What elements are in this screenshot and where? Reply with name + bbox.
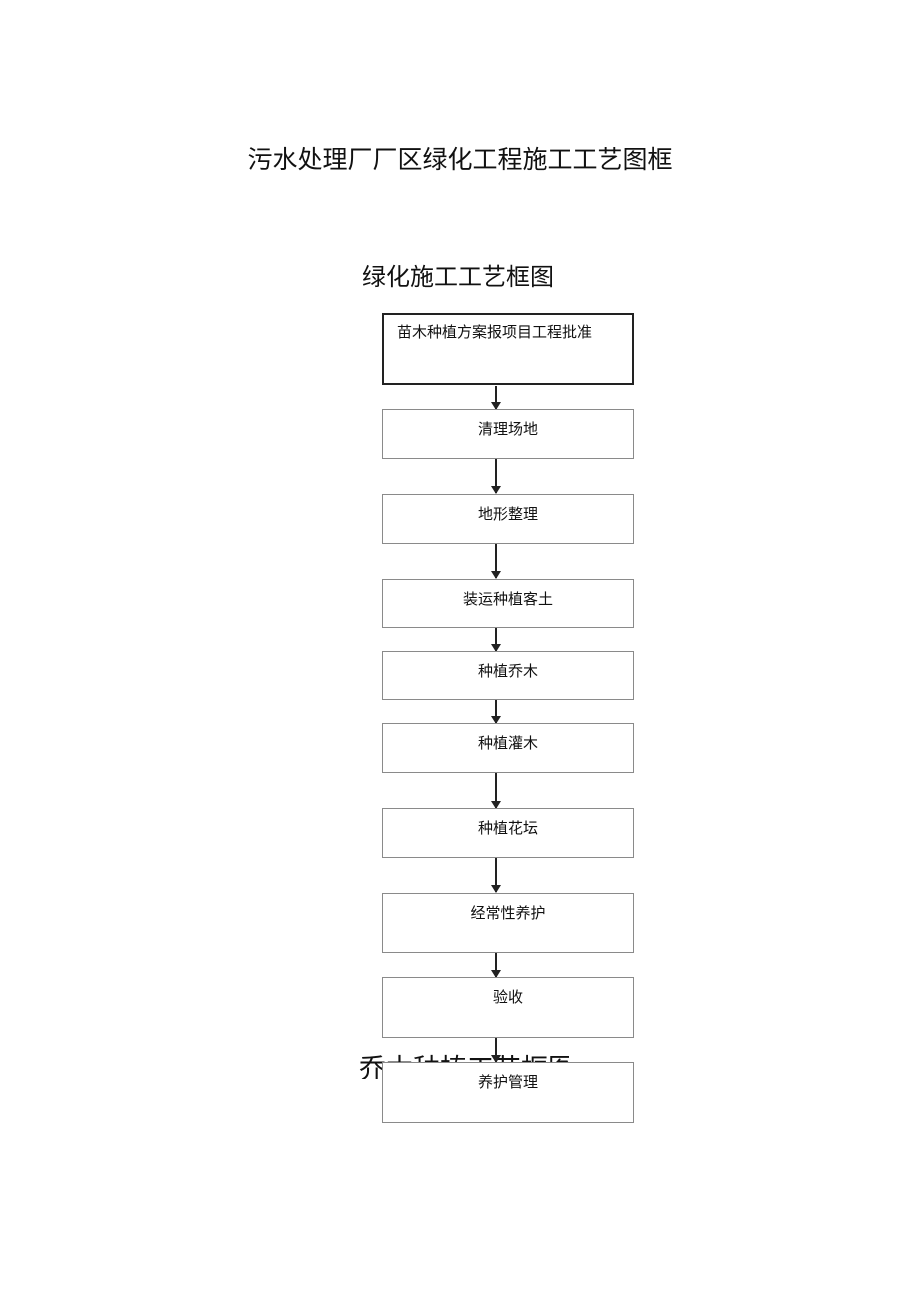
flow-step-label: 苗木种植方案报项目工程批准 <box>397 323 593 341</box>
flow-step-1: 苗木种植方案报项目工程批准 <box>382 313 634 385</box>
flow-step-label: 验收 <box>492 988 523 1006</box>
flow-arrow <box>491 628 501 652</box>
flow-arrow <box>491 544 501 579</box>
flow-step-8: 经常性养护 <box>382 893 634 953</box>
flow-arrow <box>491 953 501 978</box>
flow-step-5: 种植乔木 <box>382 651 634 700</box>
flow-arrow <box>491 700 501 724</box>
flow-step-10: 养护管理 <box>382 1062 634 1123</box>
flow-step-label: 种植乔木 <box>477 662 538 680</box>
flow-step-label: 经常性养护 <box>470 904 546 922</box>
flow-step-9: 验收 <box>382 977 634 1038</box>
flow-step-7: 种植花坛 <box>382 808 634 858</box>
flow-step-label: 清理场地 <box>477 420 538 438</box>
document-title: 污水处理厂厂区绿化工程施工工艺图框 <box>247 145 673 174</box>
flow-arrow <box>491 459 501 494</box>
flow-step-label: 种植灌木 <box>477 734 538 752</box>
flow-step-label: 种植花坛 <box>477 819 538 837</box>
flow-step-3: 地形整理 <box>382 494 634 544</box>
flow-step-label: 地形整理 <box>477 505 538 523</box>
flowchart-title: 绿化施工工艺框图 <box>0 257 920 292</box>
flow-step-label: 装运种植客土 <box>462 590 553 608</box>
flow-arrow <box>491 1038 501 1063</box>
flow-arrow <box>491 858 501 893</box>
flow-step-4: 装运种植客土 <box>382 579 634 628</box>
flow-step-label: 养护管理 <box>477 1073 538 1091</box>
flow-step-6: 种植灌木 <box>382 723 634 773</box>
flow-step-2: 清理场地 <box>382 409 634 459</box>
flow-arrow <box>491 386 501 410</box>
flowchart-title-text: 绿化施工工艺框图 <box>362 263 554 291</box>
flow-arrow <box>491 773 501 809</box>
